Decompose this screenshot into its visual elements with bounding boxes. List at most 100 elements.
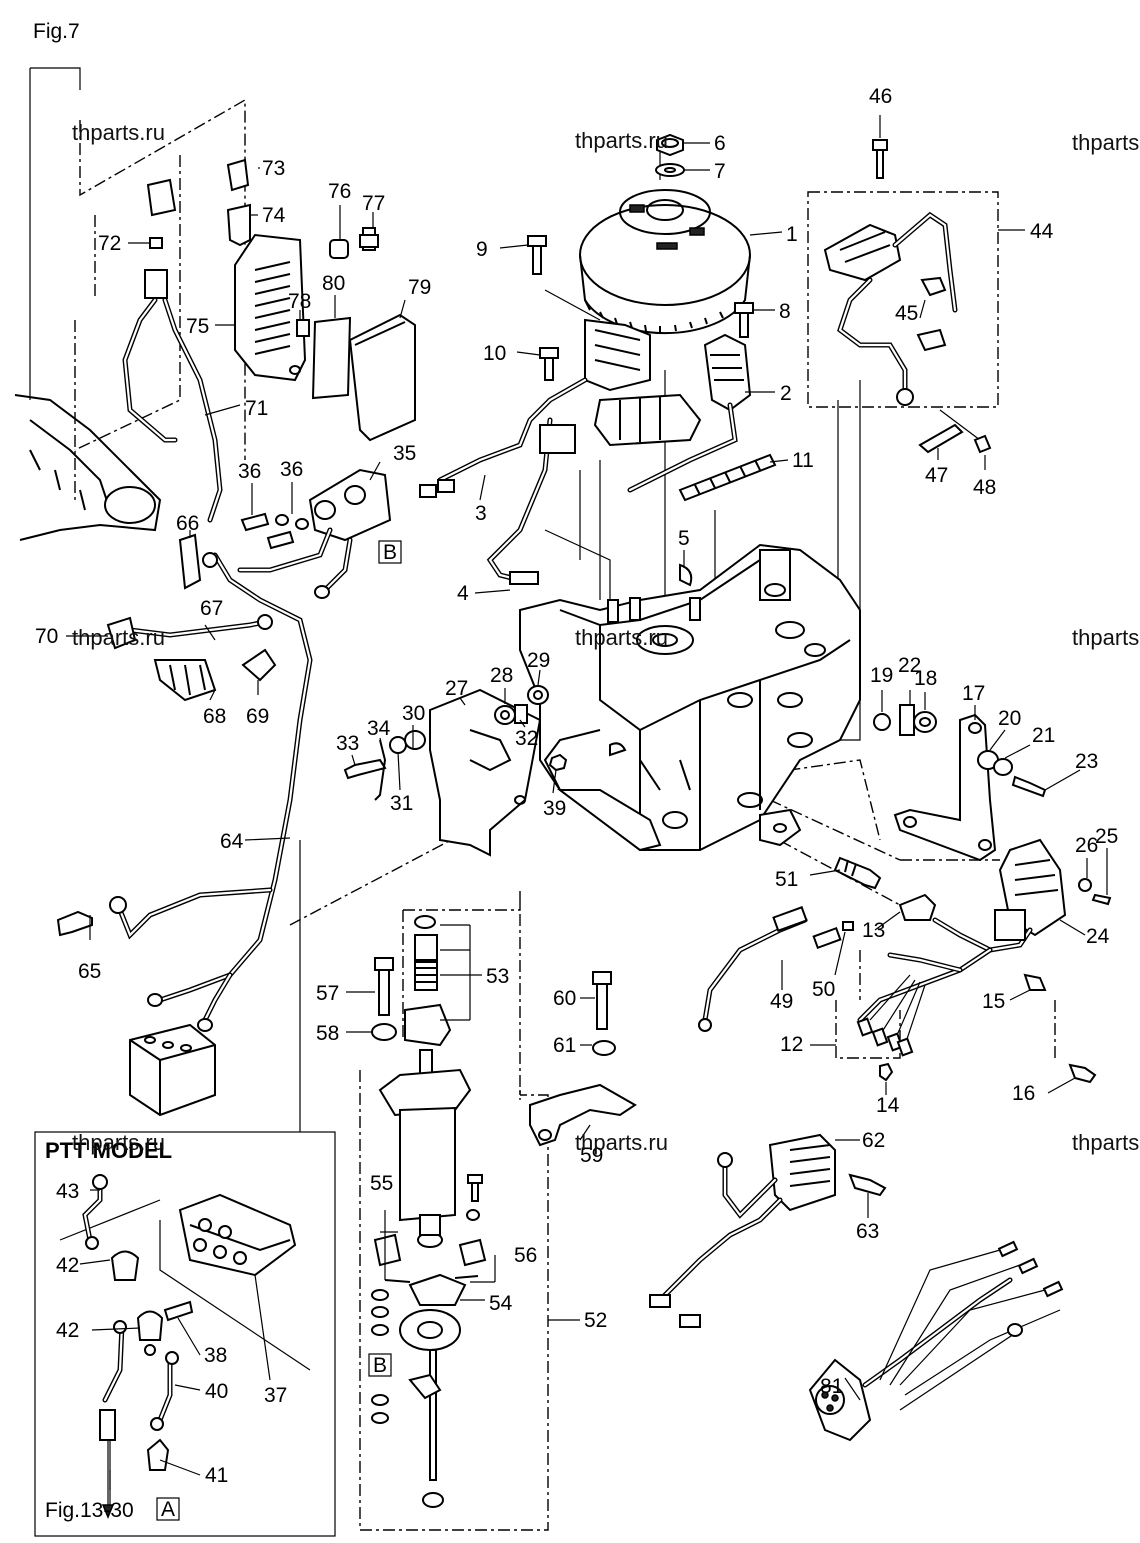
callout-36a: 36: [238, 460, 261, 483]
flywheel-nut: [655, 133, 685, 177]
callout-32: 32: [515, 727, 538, 750]
callout-52: 52: [584, 1309, 607, 1332]
callout-55: 55: [370, 1172, 393, 1195]
watermark: thparts.ru: [72, 120, 165, 145]
watermark: thparts.ru: [575, 128, 668, 153]
callout-38: 38: [204, 1344, 227, 1367]
callout-81: 81: [820, 1375, 843, 1398]
callout-6: 6: [714, 132, 726, 155]
callout-16: 16: [1012, 1082, 1035, 1105]
callout-19: 19: [870, 664, 893, 687]
callout-27: 27: [445, 677, 468, 700]
callout-4: 4: [457, 582, 469, 605]
callout-56: 56: [514, 1244, 537, 1267]
ground-plate: [918, 423, 992, 454]
callout-2: 2: [780, 382, 792, 405]
callout-20: 20: [998, 707, 1021, 730]
bolts-upper: [527, 235, 754, 381]
callout-10: 10: [483, 342, 506, 365]
callout-80: 80: [322, 272, 345, 295]
callout-17: 17: [962, 682, 985, 705]
main-harness: [808, 1240, 1064, 1442]
ground-bolt: [56, 910, 93, 937]
rectifier-regulator: [649, 1133, 887, 1328]
sleeve: [678, 453, 777, 502]
callout-59: 59: [580, 1144, 603, 1167]
battery: [129, 1023, 216, 1117]
callout-73: 73: [262, 157, 285, 180]
callout-1: 1: [786, 223, 798, 246]
callout-3: 3: [475, 502, 487, 525]
callout-29: 29: [527, 649, 550, 672]
callout-9: 9: [476, 238, 488, 261]
watermark: thparts.ru: [575, 625, 668, 650]
callout-69: 69: [246, 705, 269, 728]
watermarks: thparts.ru thparts.ru thparts.ru thparts…: [72, 120, 1140, 1155]
callout-14: 14: [876, 1094, 900, 1117]
bottom-cowling-fragment: [14, 394, 162, 541]
callout-64: 64: [220, 830, 244, 853]
wire-harness-lower: [856, 893, 1033, 1057]
callout-36b: 36: [280, 458, 303, 481]
callout-44: 44: [1030, 220, 1054, 243]
callout-75: 75: [186, 315, 209, 338]
callout-39: 39: [543, 797, 566, 820]
callout-26: 26: [1075, 834, 1098, 857]
watermark: thparts.ru: [1072, 130, 1140, 155]
rectifier: [234, 233, 307, 382]
callout-21: 21: [1032, 724, 1055, 747]
callout-13: 13: [862, 919, 885, 942]
callout-24: 24: [1086, 925, 1110, 948]
flywheel: [579, 189, 751, 335]
callout-54: 54: [489, 1292, 513, 1315]
watermark: thparts.ru: [72, 1130, 165, 1155]
callout-57: 57: [316, 982, 339, 1005]
callout-58: 58: [316, 1022, 339, 1045]
boxed-label-a: A: [161, 1498, 175, 1521]
rectifier-hardware: [296, 227, 416, 442]
bolts-lower-right: [879, 973, 1097, 1084]
starter-bracket: [529, 971, 637, 1147]
callout-71: 71: [245, 397, 268, 420]
callout-40: 40: [205, 1380, 228, 1403]
callout-18: 18: [914, 667, 937, 690]
callout-78: 78: [288, 290, 311, 313]
callout-labels: 1 2 3 4 5 6 7 8 9 10 11 12 13 14 15 16 1…: [35, 85, 1118, 1487]
watermark: thparts.ru: [1072, 625, 1140, 650]
callout-25: 25: [1095, 825, 1118, 848]
callout-68: 68: [203, 705, 226, 728]
ptt-model-title: PTT MODEL: [45, 1138, 172, 1163]
ignition-coil: [823, 139, 958, 406]
callout-42b: 42: [56, 1319, 79, 1342]
stay-bracket: [893, 713, 997, 862]
callout-37: 37: [264, 1384, 287, 1407]
relay-wire: [122, 297, 223, 523]
callout-66: 66: [176, 512, 199, 535]
watermark: thparts.ru: [575, 1130, 668, 1155]
callout-45: 45: [895, 302, 918, 325]
stator-coil: [419, 318, 702, 498]
callout-72: 72: [98, 232, 121, 255]
callout-12: 12: [780, 1033, 803, 1056]
callout-67: 67: [200, 597, 223, 620]
grommets: [873, 704, 1112, 906]
relay-parts: [144, 158, 251, 299]
figure-references: Fig.7 Fig.13-30 A B B PTT MODEL: [33, 20, 402, 1522]
callout-61: 61: [553, 1034, 576, 1057]
callout-43: 43: [56, 1180, 79, 1203]
callout-76: 76: [328, 180, 351, 203]
battery-cables: [106, 533, 313, 1032]
callout-7: 7: [714, 160, 726, 183]
callout-53: 53: [486, 965, 509, 988]
callout-62: 62: [862, 1129, 885, 1152]
callout-74: 74: [262, 204, 286, 227]
callout-11: 11: [792, 449, 814, 472]
callout-47: 47: [925, 464, 948, 487]
callout-42a: 42: [56, 1254, 79, 1277]
woodruff-key: [679, 563, 693, 587]
thermo-switch: [833, 856, 882, 890]
watermark: thparts.ru: [1072, 1130, 1140, 1155]
parts: [14, 133, 1112, 1519]
boxed-label-b-top: B: [383, 541, 397, 564]
